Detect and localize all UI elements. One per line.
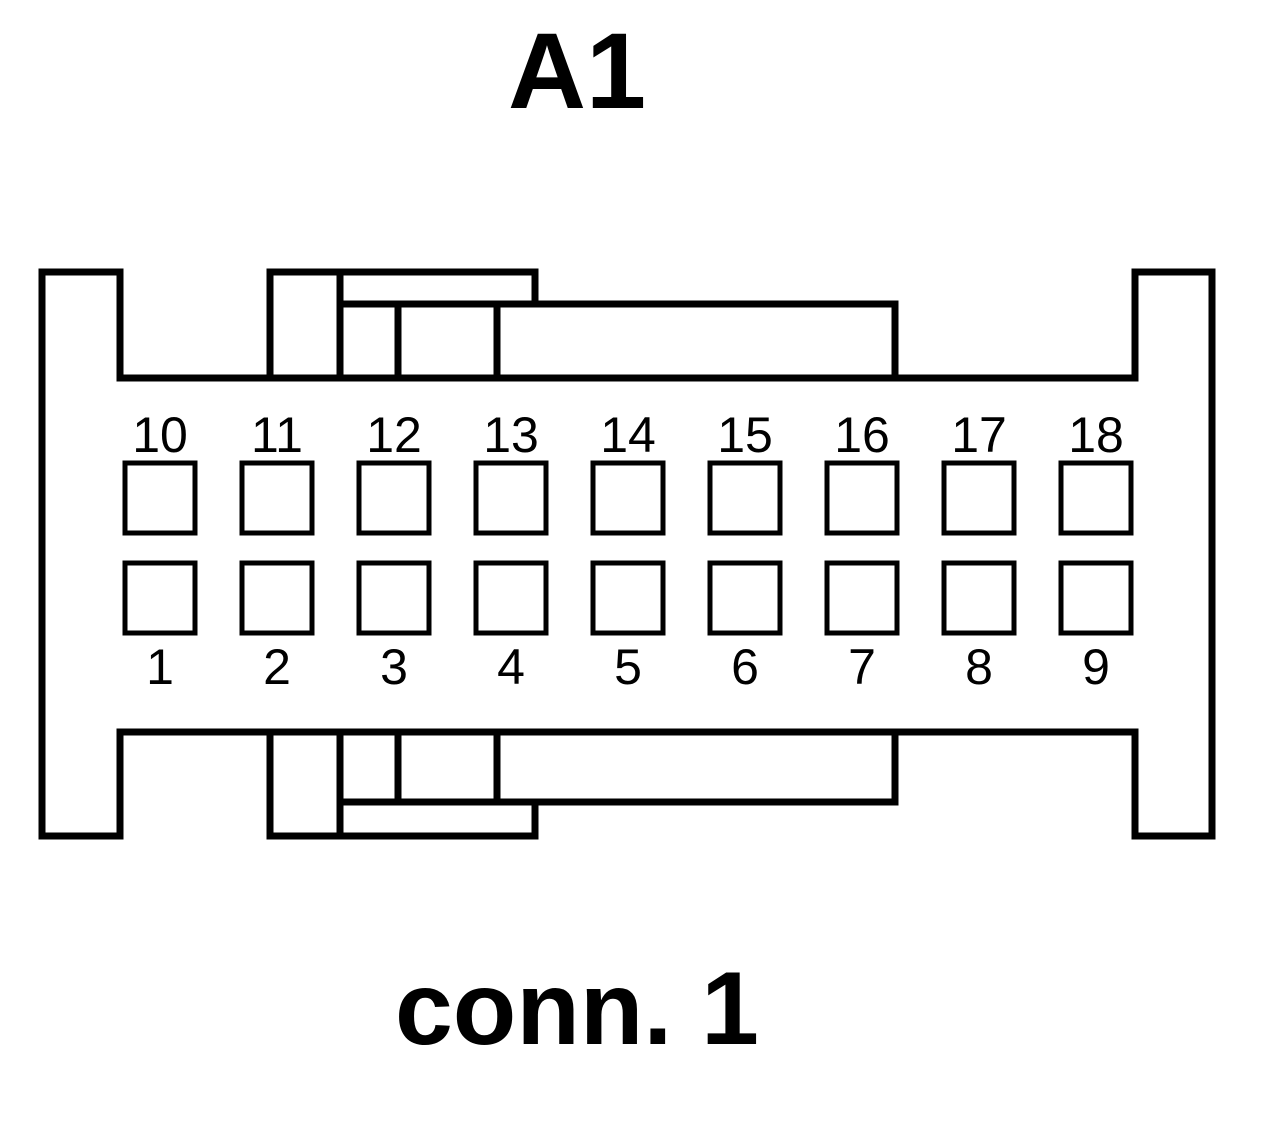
connector-title: A1 [508, 10, 646, 131]
pin-cavity [941, 560, 1017, 636]
pin-label: 15 [717, 407, 773, 463]
pin-cavity [590, 460, 666, 536]
pin-label: 18 [1068, 407, 1124, 463]
pin-label: 6 [731, 639, 759, 695]
pin-label: 10 [132, 407, 188, 463]
pin-cavity [590, 560, 666, 636]
pin-label: 12 [366, 407, 422, 463]
pin-cavity [707, 560, 783, 636]
pin-label: 7 [848, 639, 876, 695]
pin-cavity [473, 460, 549, 536]
pin-label: 3 [380, 639, 408, 695]
pin-cavity [1058, 560, 1134, 636]
pin-label: 17 [951, 407, 1007, 463]
connector-housing [38, 268, 1216, 840]
pin-label: 1 [146, 639, 174, 695]
pin-label: 9 [1082, 639, 1110, 695]
top-latch [270, 272, 895, 382]
pin-label: 14 [600, 407, 656, 463]
pin-cavity [239, 560, 315, 636]
pin-cavity [824, 460, 900, 536]
pin-cavity [941, 460, 1017, 536]
pin-cavity [122, 460, 198, 536]
pin-label: 5 [614, 639, 642, 695]
pin-label: 8 [965, 639, 993, 695]
pin-label: 4 [497, 639, 525, 695]
pin-label: 16 [834, 407, 890, 463]
pin-cavity [239, 460, 315, 536]
connector-caption: conn. 1 [395, 951, 759, 1067]
pin-label: 11 [251, 407, 303, 463]
pin-row-top: 10 11 12 13 14 15 16 17 18 [122, 407, 1134, 536]
pin-row-bottom: 1 2 3 4 5 6 7 8 9 [122, 560, 1134, 695]
pin-cavity [1058, 460, 1134, 536]
bottom-latch [270, 728, 895, 836]
pin-cavity [122, 560, 198, 636]
pin-label: 13 [483, 407, 539, 463]
pin-cavity [473, 560, 549, 636]
pin-label: 2 [263, 639, 291, 695]
pin-cavity [356, 460, 432, 536]
pin-cavity [356, 560, 432, 636]
pin-cavity [707, 460, 783, 536]
pin-cavity [824, 560, 900, 636]
